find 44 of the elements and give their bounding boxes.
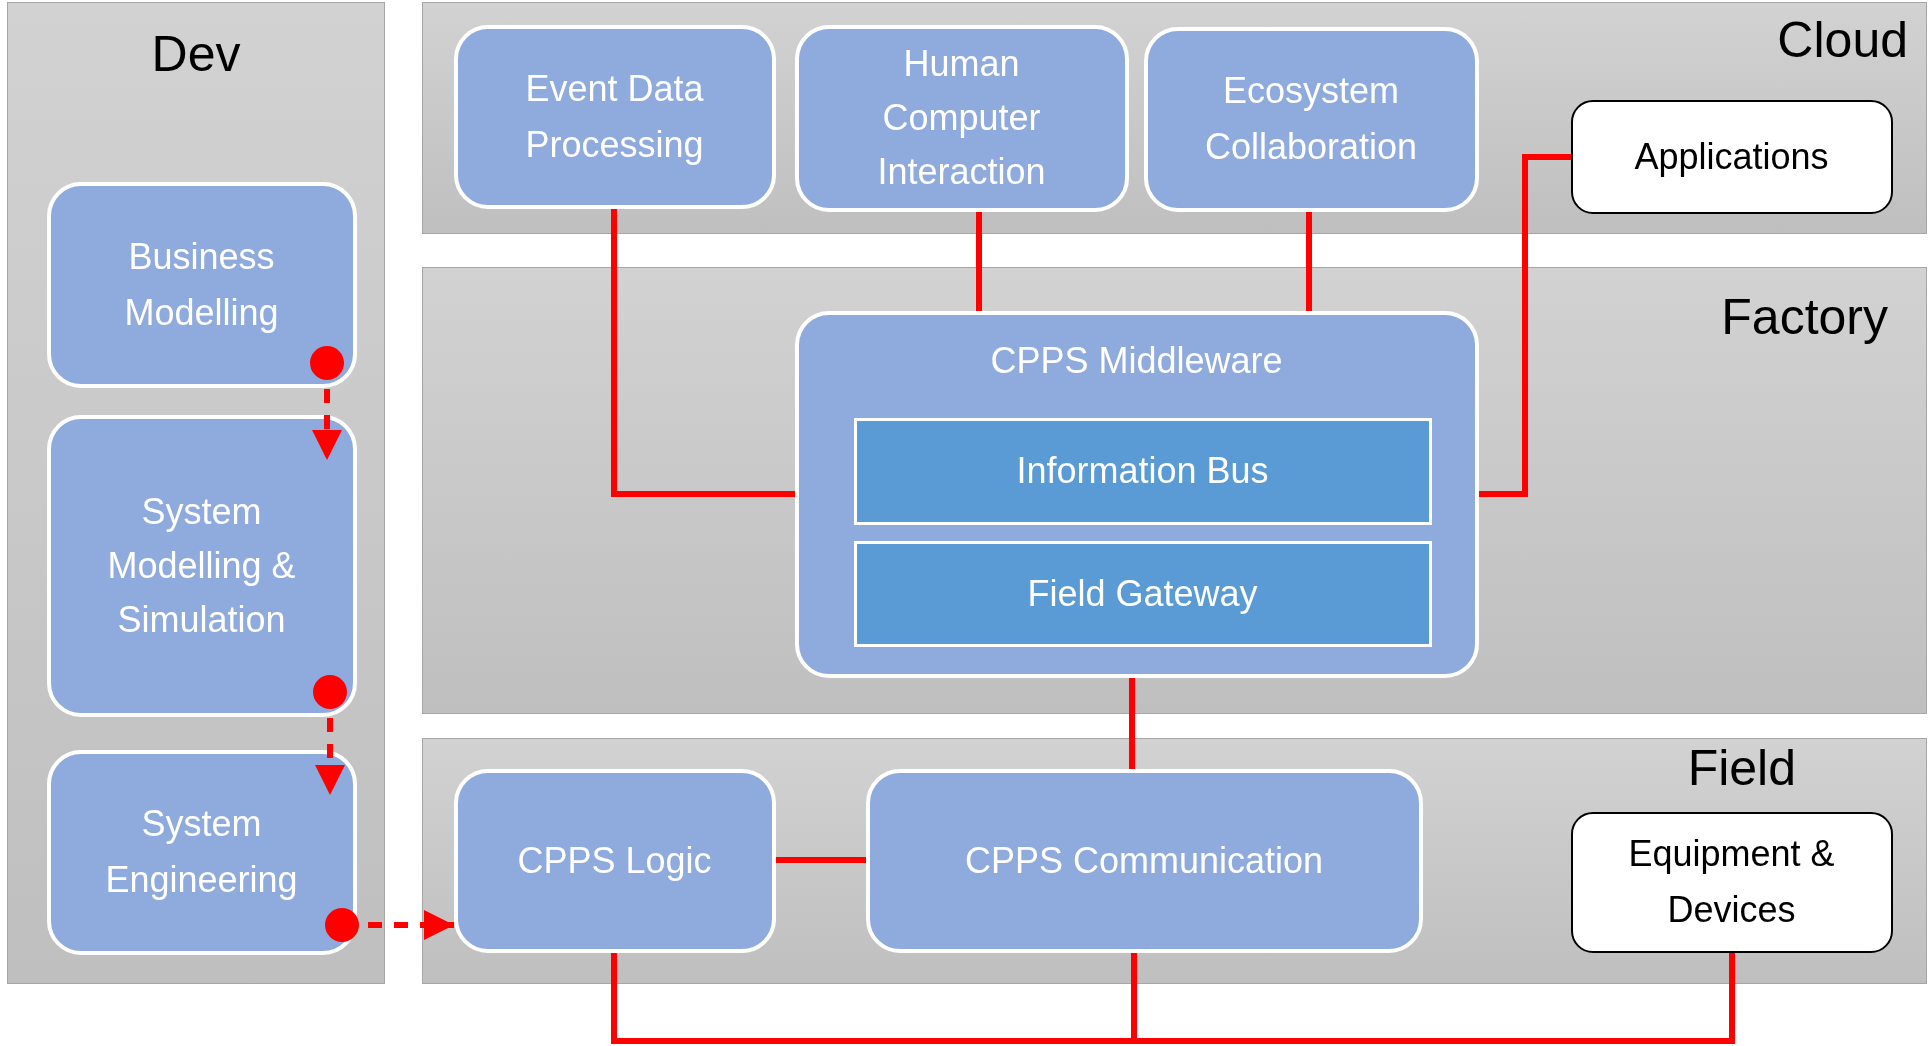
process-box (865, 768, 1423, 953)
process-box (46, 414, 357, 717)
box-label: CPPS Logic (517, 838, 712, 883)
box-label: CPPS Communication (964, 838, 1324, 883)
connector-line (776, 857, 866, 863)
layer-title: Cloud (1777, 11, 1908, 69)
process-box (46, 749, 357, 955)
box-label: Human Computer Interaction (876, 42, 1047, 194)
external-box (1570, 99, 1893, 214)
connector-line (1306, 212, 1312, 311)
connector-line (611, 209, 795, 497)
box-title: CPPS Middleware (989, 338, 1284, 383)
connector-line (976, 212, 982, 311)
bus-bar (853, 417, 1432, 525)
external-box (1570, 811, 1893, 953)
box-label: System Modelling & Simulation (106, 489, 297, 642)
box-label: System Engineering (104, 802, 299, 902)
process-box (453, 768, 776, 953)
layer-title: Factory (1721, 288, 1888, 346)
layer-title: Field (1687, 739, 1796, 797)
process-box (1143, 26, 1479, 212)
box-label: Event Data Processing (524, 66, 705, 167)
layer-panel (422, 267, 1927, 714)
connector-line (1479, 154, 1571, 497)
middleware-box (794, 310, 1479, 678)
box-label: Ecosystem Collaboration (1203, 69, 1419, 169)
box-label: Applications (1634, 134, 1829, 179)
layer-panel (422, 738, 1927, 984)
connector-line (1131, 953, 1735, 1044)
dashed-arrow (313, 675, 347, 795)
dashed-arrow (310, 346, 344, 460)
process-box (453, 24, 776, 209)
box-label: Business Modelling (123, 234, 280, 335)
box-label: Equipment & Devices (1627, 832, 1836, 932)
layer-panel (7, 2, 385, 984)
process-box (794, 24, 1129, 212)
dashed-arrow (325, 908, 454, 942)
process-box (46, 181, 357, 388)
layer-panel (422, 2, 1927, 234)
box-label: Field Gateway (1027, 571, 1258, 616)
bus-bar (853, 540, 1432, 647)
box-label: Information Bus (1016, 449, 1269, 493)
layer-title: Dev (150, 25, 242, 83)
connector-line (1129, 678, 1135, 769)
